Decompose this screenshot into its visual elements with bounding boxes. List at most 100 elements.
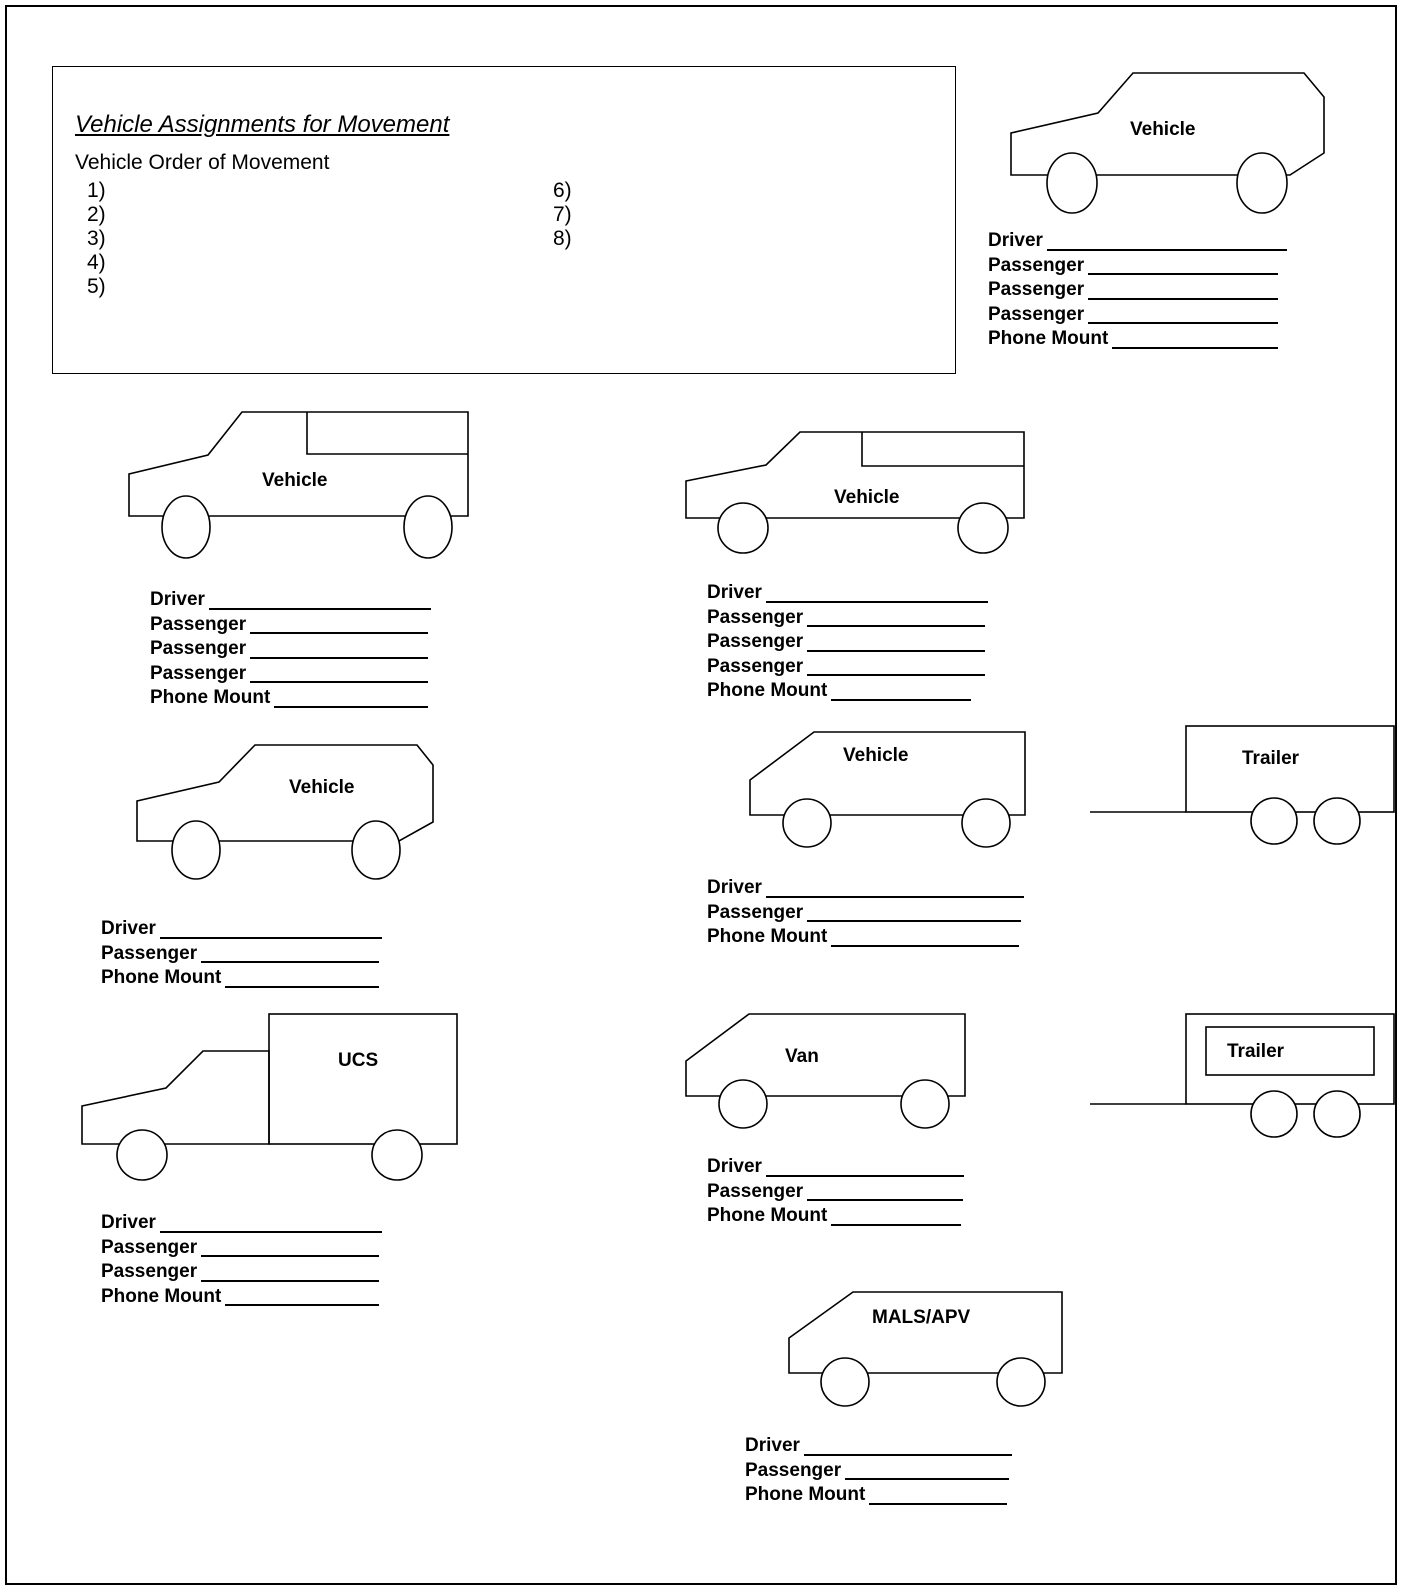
vehicle-label: Vehicle bbox=[843, 745, 909, 766]
passenger-input[interactable] bbox=[807, 608, 985, 627]
phone-mount-label: Phone Mount bbox=[101, 1285, 221, 1310]
vehicle-label: Vehicle bbox=[289, 777, 355, 798]
phone-mount-row: Phone Mount bbox=[745, 1483, 1012, 1508]
passenger-row: Passenger bbox=[988, 254, 1287, 279]
vehicle-label: Trailer bbox=[1227, 1041, 1285, 1062]
passenger-label: Passenger bbox=[150, 637, 246, 662]
phone-mount-input[interactable] bbox=[225, 969, 379, 988]
assignment-block-suv-left: Driver Passenger Phone Mount bbox=[101, 917, 382, 991]
driver-input[interactable] bbox=[804, 1437, 1012, 1456]
driver-input[interactable] bbox=[1047, 232, 1287, 251]
passenger-row: Passenger bbox=[150, 662, 431, 687]
suv-top-right-diagram: Vehicle bbox=[1011, 73, 1324, 213]
driver-label: Driver bbox=[150, 588, 205, 613]
passenger-row: Passenger bbox=[101, 1260, 382, 1285]
passenger-row: Passenger bbox=[101, 1236, 382, 1261]
passenger-row: Passenger bbox=[707, 655, 988, 680]
driver-row: Driver bbox=[707, 876, 1024, 901]
passenger-label: Passenger bbox=[101, 1236, 197, 1261]
assignment-block-ucs: Driver Passenger Passenger Phone Mount bbox=[101, 1211, 382, 1309]
passenger-input[interactable] bbox=[807, 657, 985, 676]
passenger-label: Passenger bbox=[988, 254, 1084, 279]
driver-row: Driver bbox=[745, 1434, 1012, 1459]
driver-row: Driver bbox=[101, 1211, 382, 1236]
phone-mount-label: Phone Mount bbox=[707, 1204, 827, 1229]
vehicle-label: Vehicle bbox=[262, 470, 328, 491]
phone-mount-input[interactable] bbox=[274, 689, 428, 708]
phone-mount-row: Phone Mount bbox=[707, 925, 1024, 950]
driver-row: Driver bbox=[988, 229, 1287, 254]
driver-input[interactable] bbox=[766, 1158, 964, 1177]
phone-mount-row: Phone Mount bbox=[988, 327, 1287, 352]
assignment-block-van-2: Driver Passenger Phone Mount bbox=[707, 1155, 964, 1229]
passenger-input[interactable] bbox=[250, 640, 428, 659]
phone-mount-row: Phone Mount bbox=[707, 1204, 964, 1229]
passenger-row: Passenger bbox=[150, 637, 431, 662]
phone-mount-row: Phone Mount bbox=[707, 679, 988, 704]
van-mid-diagram: Vehicle bbox=[750, 732, 1025, 847]
passenger-input[interactable] bbox=[250, 664, 428, 683]
passenger-input[interactable] bbox=[1088, 281, 1278, 300]
passenger-row: Passenger bbox=[707, 1180, 964, 1205]
phone-mount-input[interactable] bbox=[1112, 330, 1278, 349]
driver-input[interactable] bbox=[160, 1214, 382, 1233]
driver-input[interactable] bbox=[766, 879, 1024, 898]
phone-mount-input[interactable] bbox=[831, 1207, 961, 1226]
vehicle-label: MALS/APV bbox=[872, 1307, 971, 1328]
driver-input[interactable] bbox=[209, 591, 431, 610]
passenger-label: Passenger bbox=[707, 1180, 803, 1205]
driver-row: Driver bbox=[707, 581, 988, 606]
vehicle-label: Trailer bbox=[1242, 748, 1300, 769]
driver-label: Driver bbox=[988, 229, 1043, 254]
passenger-row: Passenger bbox=[988, 303, 1287, 328]
passenger-label: Passenger bbox=[707, 655, 803, 680]
passenger-input[interactable] bbox=[201, 1263, 379, 1282]
pickup-left-diagram: Vehicle bbox=[129, 412, 468, 558]
passenger-row: Passenger bbox=[707, 606, 988, 631]
passenger-input[interactable] bbox=[201, 944, 379, 963]
passenger-input[interactable] bbox=[807, 1182, 963, 1201]
suv-left-diagram: Vehicle bbox=[137, 745, 433, 879]
vehicle-label: Van bbox=[785, 1046, 819, 1067]
driver-input[interactable] bbox=[766, 584, 988, 603]
phone-mount-label: Phone Mount bbox=[101, 966, 221, 991]
passenger-label: Passenger bbox=[101, 1260, 197, 1285]
passenger-label: Passenger bbox=[707, 630, 803, 655]
driver-label: Driver bbox=[745, 1434, 800, 1459]
phone-mount-input[interactable] bbox=[831, 928, 1019, 947]
passenger-row: Passenger bbox=[988, 278, 1287, 303]
passenger-label: Passenger bbox=[988, 303, 1084, 328]
passenger-label: Passenger bbox=[707, 606, 803, 631]
passenger-row: Passenger bbox=[150, 613, 431, 638]
driver-row: Driver bbox=[150, 588, 431, 613]
phone-mount-input[interactable] bbox=[831, 682, 971, 701]
passenger-input[interactable] bbox=[1088, 256, 1278, 275]
passenger-label: Passenger bbox=[150, 662, 246, 687]
passenger-row: Passenger bbox=[101, 942, 382, 967]
driver-label: Driver bbox=[707, 876, 762, 901]
passenger-input[interactable] bbox=[1088, 305, 1278, 324]
phone-mount-input[interactable] bbox=[225, 1287, 379, 1306]
mals-apv-diagram: MALS/APV bbox=[789, 1292, 1062, 1406]
phone-mount-row: Phone Mount bbox=[150, 686, 431, 711]
driver-input[interactable] bbox=[160, 920, 382, 939]
passenger-label: Passenger bbox=[150, 613, 246, 638]
phone-mount-label: Phone Mount bbox=[150, 686, 270, 711]
passenger-row: Passenger bbox=[707, 901, 1024, 926]
passenger-label: Passenger bbox=[707, 901, 803, 926]
driver-label: Driver bbox=[101, 917, 156, 942]
phone-mount-label: Phone Mount bbox=[707, 925, 827, 950]
passenger-input[interactable] bbox=[807, 633, 985, 652]
trailer-1-diagram: Trailer bbox=[1090, 726, 1394, 844]
phone-mount-input[interactable] bbox=[869, 1486, 1007, 1505]
passenger-label: Passenger bbox=[101, 942, 197, 967]
passenger-input[interactable] bbox=[201, 1238, 379, 1257]
passenger-row: Passenger bbox=[707, 630, 988, 655]
driver-label: Driver bbox=[101, 1211, 156, 1236]
ucs-truck-diagram: UCS bbox=[82, 1014, 457, 1180]
assignment-block-pickup-right: Driver Passenger Passenger Passenger Pho… bbox=[707, 581, 988, 704]
passenger-input[interactable] bbox=[845, 1461, 1009, 1480]
passenger-input[interactable] bbox=[807, 903, 1021, 922]
driver-row: Driver bbox=[707, 1155, 964, 1180]
passenger-input[interactable] bbox=[250, 615, 428, 634]
